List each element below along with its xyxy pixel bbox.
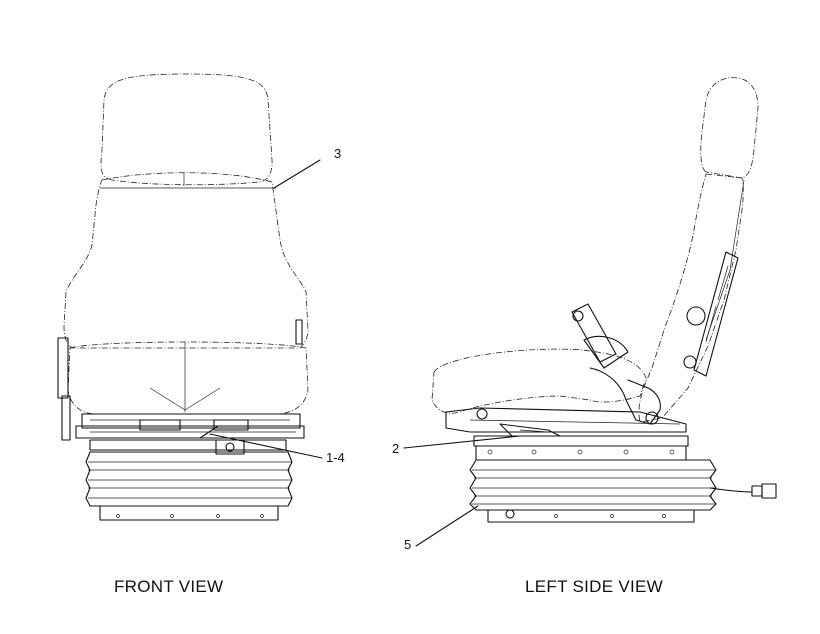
side-seat-cushion [431, 348, 647, 414]
side-view-caption: LEFT SIDE VIEW [525, 577, 664, 596]
side-backrest [638, 173, 744, 423]
callout-label-1-4: 1-4 [326, 450, 345, 465]
front-view-caption: FRONT VIEW [114, 577, 224, 596]
callout-label-3: 3 [334, 146, 342, 161]
front-seat-cushion [67, 341, 309, 415]
side-view-seat [431, 77, 777, 523]
front-view-seat [57, 73, 309, 521]
side-headrest [700, 77, 759, 179]
front-backrest [63, 172, 309, 349]
callout-label-5: 5 [404, 537, 412, 552]
callout-label-2: 2 [392, 441, 400, 456]
side-bellows [469, 459, 717, 511]
front-bellows [85, 451, 293, 507]
front-headrest [100, 73, 273, 186]
